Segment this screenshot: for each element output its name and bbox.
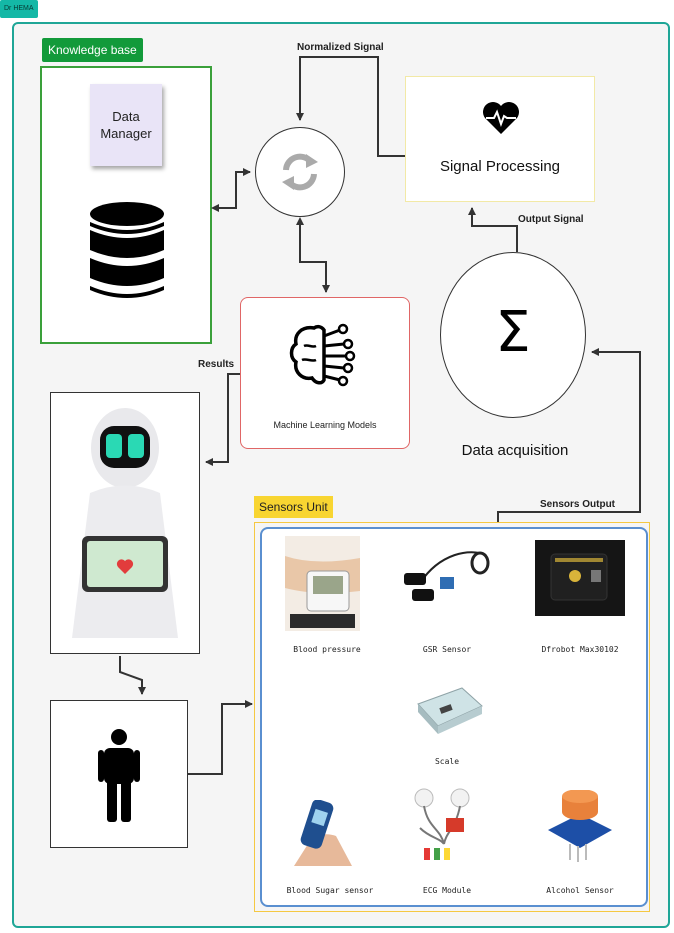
knowledge-base-title: Knowledge base: [42, 38, 143, 62]
sigma-symbol: Σ: [495, 300, 531, 365]
ecg-module-image: [414, 788, 470, 860]
sensors-unit-outer: [254, 522, 650, 912]
edge-normalized-signal: [296, 56, 405, 157]
sensor-label-max30102: Dfrobot Max30102: [541, 645, 619, 654]
sync-node: [255, 127, 345, 217]
edge-sync-ml: [296, 217, 330, 293]
person-icon: [98, 729, 140, 822]
edge-sensors-output: [497, 348, 641, 522]
sync-icon: [282, 153, 318, 191]
edge-label-sensors-output: Sensors Output: [540, 499, 616, 510]
sensors-unit-title: Sensors Unit: [254, 496, 333, 518]
edge-label-results: Results: [198, 359, 235, 370]
ml-models-label: Machine Learning Models: [273, 420, 377, 430]
edge-sync-kb: [211, 168, 251, 212]
max30102-image: [535, 540, 625, 616]
blood-pressure-image: [285, 536, 360, 631]
edge-label-normalized: Normalized Signal: [297, 42, 384, 53]
edge-output-signal: [468, 207, 518, 252]
sensor-label-alcohol: Alcohol Sensor: [546, 886, 614, 895]
blood-sugar-image: [294, 800, 352, 866]
signal-processing-label: Signal Processing: [439, 158, 561, 175]
data-manager-note: Data Manager: [90, 84, 162, 166]
alcohol-sensor-image: [548, 790, 612, 862]
edge-robot-person: [119, 656, 146, 695]
sensor-label-scale: Scale: [434, 757, 460, 766]
signal-processing-box: [405, 76, 595, 202]
sensor-label-gsr: GSR Sensor: [422, 645, 472, 654]
data-acquisition-node: [440, 252, 586, 418]
heart-pulse-icon: [483, 102, 519, 134]
sensor-label-ecg: ECG Module: [422, 886, 472, 895]
author-tag: Dr HEMA: [0, 0, 38, 18]
sensor-label-blood-sugar: Blood Sugar sensor: [286, 886, 374, 895]
robot-image: [72, 408, 178, 638]
sensor-label-blood-pressure: Blood pressure: [293, 645, 361, 654]
data-manager-label: Data Manager: [100, 109, 152, 141]
scale-image: [417, 687, 483, 734]
brain-network-icon: [289, 323, 356, 387]
edge-label-output: Output Signal: [518, 214, 584, 225]
data-acquisition-label: Data acquisition: [461, 442, 569, 459]
gsr-sensor-image: [404, 551, 490, 601]
edge-person-sensors: [188, 700, 253, 775]
edge-results: [205, 373, 240, 466]
database-icon: [90, 202, 164, 298]
